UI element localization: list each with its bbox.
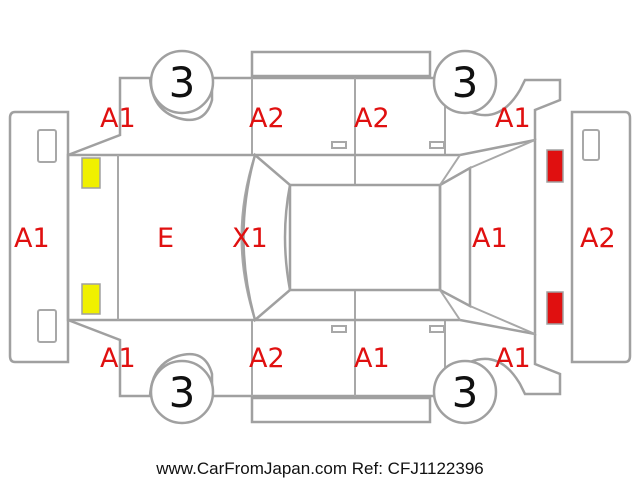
- label-rear-glass-area: A1: [472, 223, 508, 254]
- rear-bumper: [570, 110, 632, 364]
- label-bottom-rear-fender: A1: [495, 343, 531, 374]
- label-bottom-rear-door: A1: [354, 343, 390, 374]
- front-light-bottom: [81, 283, 101, 315]
- top-view-body: [66, 138, 537, 336]
- footer-reference: www.CarFromJapan.com Ref: CFJ1122396: [155, 459, 484, 478]
- label-top-rear-door: A2: [354, 103, 390, 134]
- label-windshield: X1: [232, 223, 268, 254]
- label-bottom-front-fender: A1: [100, 343, 136, 374]
- label-top-rear-fender: A1: [495, 103, 531, 134]
- label-front-bumper: A1: [14, 223, 50, 254]
- wheel-bottom-rear: 3: [432, 359, 498, 425]
- wheel-top-rear-label: 3: [452, 58, 479, 107]
- label-rear-bumper: A2: [580, 223, 616, 254]
- label-top-front-fender: A1: [100, 103, 136, 134]
- rear-light-bottom: [546, 291, 564, 325]
- wheel-top-front: 3: [149, 49, 215, 115]
- front-bumper: [8, 110, 70, 364]
- wheel-bottom-front: 3: [149, 359, 215, 425]
- wheel-top-front-label: 3: [169, 58, 196, 107]
- rear-light-top: [546, 149, 564, 183]
- label-bottom-front-door: A2: [249, 343, 285, 374]
- wheel-bottom-front-label: 3: [169, 368, 196, 417]
- wheel-top-rear: 3: [432, 49, 498, 115]
- label-top-front-door: A2: [249, 103, 285, 134]
- wheel-bottom-rear-label: 3: [452, 368, 479, 417]
- roof-strip-top: [250, 50, 432, 78]
- label-hood: E: [157, 223, 174, 254]
- front-light-top: [81, 157, 101, 189]
- roof-strip-bottom: [250, 396, 432, 424]
